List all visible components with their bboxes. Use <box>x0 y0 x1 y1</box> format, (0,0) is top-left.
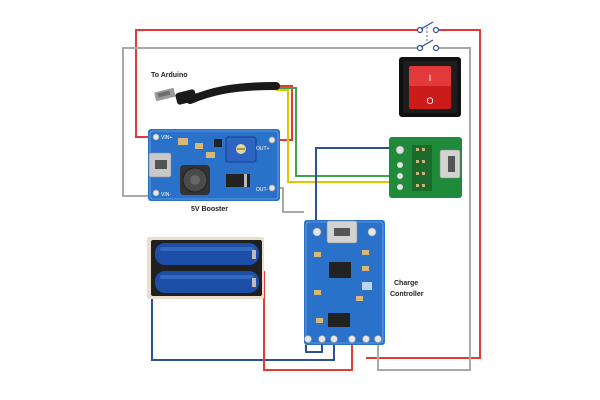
charge-controller-label-line1: Charge <box>394 280 418 287</box>
gray-wire-out-minus <box>279 187 304 213</box>
charge-controller-label-line2: Controller <box>390 291 424 298</box>
usb-breakout-board <box>389 137 462 198</box>
green-wire-data <box>276 87 392 177</box>
protection-chip-icon <box>328 313 350 327</box>
to-arduino-label: To Arduino <box>151 72 188 79</box>
booster-label: 5V Booster <box>191 206 228 213</box>
booster-out-minus-label: OUT- <box>256 187 268 193</box>
booster-vin-plus-label: VIN+ <box>161 135 172 141</box>
controller-terminals <box>304 335 382 343</box>
red-wire-vin-to-switch <box>135 29 412 138</box>
booster-vin-minus-label: VIN- <box>161 192 171 198</box>
booster-out-plus-label: OUT+ <box>256 146 270 152</box>
arduino-usb-cable <box>154 82 280 105</box>
blue-wire-usb-to-controller <box>315 147 396 226</box>
red-wire-switch-to-controller <box>366 29 481 359</box>
gray-wire-vin-minus <box>122 47 412 197</box>
booster-module: VIN+ VIN- OUT+ OUT- <box>148 129 280 201</box>
charger-chip-icon <box>329 262 351 278</box>
blue-wire-controller-in <box>305 345 323 353</box>
battery-cell-top-icon <box>155 243 259 265</box>
switch-on-mark: I <box>429 73 432 83</box>
blue-wire-battery-minus <box>151 296 335 361</box>
battery-pack <box>147 237 264 299</box>
battery-cell-bottom-icon <box>155 271 259 293</box>
rocker-switch: I O <box>399 57 461 117</box>
red-wire-out-plus <box>276 85 293 141</box>
gray-wire-switch-to-controller <box>377 47 471 371</box>
yellow-wire-data <box>276 89 392 183</box>
toggle-switch-symbol <box>412 21 440 52</box>
charge-controller-module <box>304 220 385 345</box>
switch-off-mark: O <box>426 96 433 106</box>
